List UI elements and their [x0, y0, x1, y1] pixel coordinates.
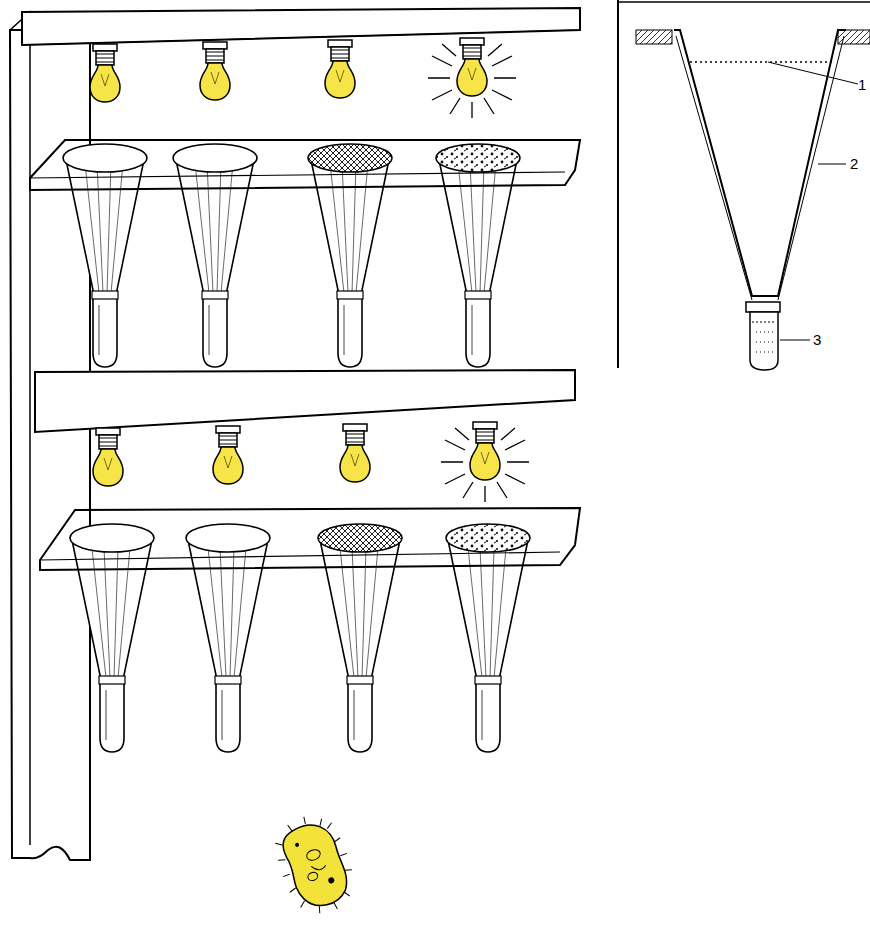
callout-number: 1 [858, 77, 866, 93]
callout-number: 2 [850, 156, 858, 172]
callout-number: 3 [813, 332, 821, 348]
